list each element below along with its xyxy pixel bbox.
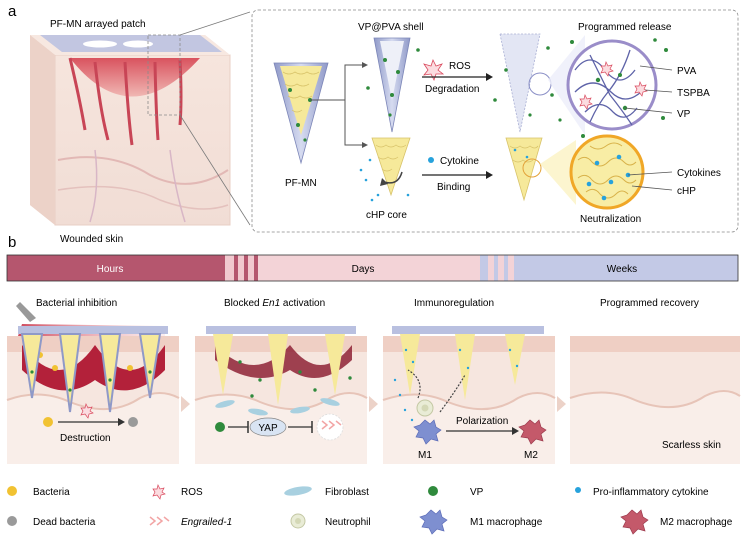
stage-title-4: Programmed recovery [600,298,699,309]
release-callout-pva: PVA [677,66,697,77]
timeline-bar [6,254,739,282]
patch-label: PF-MN arrayed patch [50,19,146,30]
legend-fibroblast-icon [284,486,312,496]
legend-cytokine-icon [575,487,581,493]
zoom-box [147,34,181,116]
destruction-label: Destruction [60,433,111,444]
legend-bacteria: Bacteria [33,487,70,498]
binding-label: Binding [437,182,470,193]
stage-1-panel [6,302,180,464]
neutral-callout-lines [627,171,673,191]
stage-3-panel [382,326,556,464]
core-label: cHP core [366,210,407,221]
pfmn-needle [273,62,329,165]
legend-bacteria-icon [7,486,17,496]
stage-2-panel [194,326,368,464]
stage-4-panel [569,336,741,464]
legend: Bacteria ROS Fibroblast VP Pro-inflammat… [7,483,733,535]
scarless-label: Scarless skin [662,440,721,451]
skin-block [30,11,251,226]
legend-ros: ROS [181,487,203,498]
pfmn-label: PF-MN [285,178,317,189]
legend-m2-icon [620,509,649,535]
wound-region [70,58,200,97]
legend-m2: M2 macrophage [660,517,733,528]
cytokine-icon [428,157,434,163]
neutralizing-core [505,137,543,202]
shell-label: VP@PVA shell [358,22,424,33]
legend-dead-bacteria-icon [7,516,17,526]
neutralization-title: Neutralization [580,214,641,225]
timeline-weeks [514,255,738,281]
branch-arrows [310,64,362,146]
stage-2-patch [206,326,356,334]
release-callout-lines [624,65,673,114]
neutral-callout-cytokines: Cytokines [677,168,721,179]
release-callout-vp: VP [677,109,691,120]
legend-dead-bacteria: Dead bacteria [33,517,96,528]
ros-icon [423,58,445,82]
legend-m1-icon [419,509,448,535]
release-zoom [566,39,658,131]
legend-engrailed-icon [149,516,170,526]
stage-arrow-2 [369,396,378,412]
stage-arrow-3 [557,396,566,412]
timeline-days-label: Days [352,264,375,275]
m2-label: M2 [524,450,538,461]
stage-3-patch [392,326,544,334]
release-title: Programmed release [578,22,672,33]
detail-box [251,9,739,233]
polarization-label: Polarization [456,416,508,427]
stage-title-3: Immunoregulation [414,298,494,309]
legend-neutrophil: Neutrophil [325,517,371,528]
dead-bacteria-icon-stage1 [128,417,138,427]
degradation-label: Degradation [425,84,479,95]
stage-1-patch [18,326,168,334]
legend-vp-icon [428,486,438,496]
neutralization-zoom [569,134,645,210]
yap-label: YAP [258,423,278,434]
neutral-callout-chp: cHP [677,186,696,197]
shell-needle [366,37,420,133]
legend-m1: M1 macrophage [470,517,543,528]
timeline-days [258,255,480,281]
cytokine-label: Cytokine [440,156,479,167]
stage-title-2: Blocked En1 activation [224,298,325,309]
wounded-skin-label: Wounded skin [60,234,123,245]
legend-cytokine: Pro-inflammatory cytokine [593,487,709,498]
timeline-hours [7,255,225,281]
stage-arrow-1 [181,396,190,412]
panel-b-letter: b [8,234,16,251]
legend-engrailed: Engrailed-1 [181,517,232,528]
timeline-hours-label: Hours [97,264,124,275]
legend-ros-icon [152,483,166,500]
bacteria-icon-stage1 [43,417,53,427]
legend-fibroblast: Fibroblast [325,487,369,498]
panel-a-letter: a [8,3,17,20]
core-needle [359,137,411,202]
legend-vp: VP [470,487,484,498]
m1-label: M1 [418,450,432,461]
stage-title-1: Bacterial inhibition [36,298,117,309]
legend-neutrophil-icon [290,513,306,529]
ros-label: ROS [449,61,471,72]
timeline-weeks-label: Weeks [607,264,637,275]
release-callout-tspba: TSPBA [677,88,710,99]
